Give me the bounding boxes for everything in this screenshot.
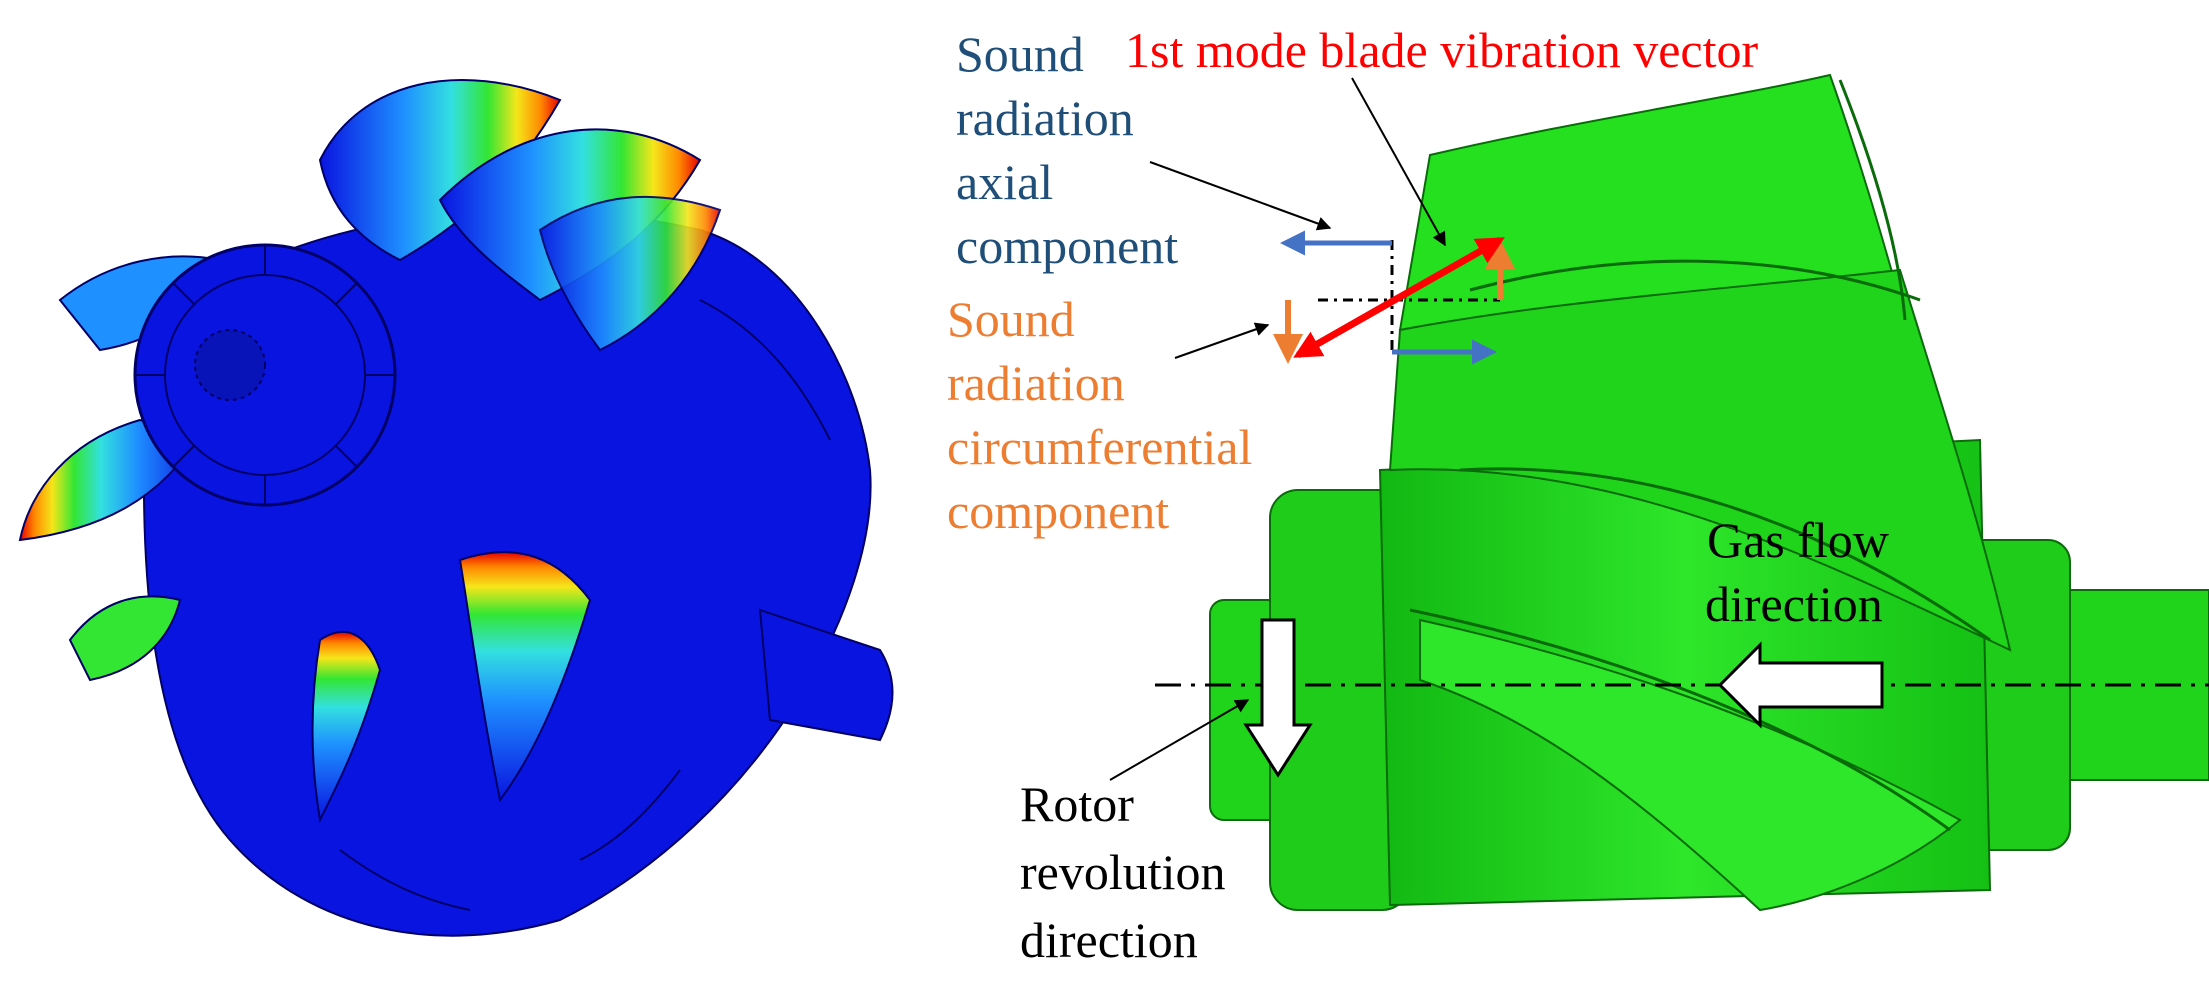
- rotor-revolution-arrow-icon: [1243, 618, 1313, 778]
- gas-flow-arrow-icon: [1717, 641, 1884, 729]
- rotor-label-line-3: direction: [1020, 912, 1198, 968]
- axial-label-line-3: axial: [956, 154, 1054, 210]
- vibration-leader-line: [1351, 77, 1446, 247]
- circumferential-label-line-2: radiation: [947, 355, 1125, 411]
- axial-leader-line: [1149, 161, 1332, 231]
- circumferential-leader-line: [1174, 322, 1270, 359]
- rotor-leader-line: [1109, 699, 1250, 781]
- gas-flow-label-line-2: direction: [1705, 576, 1883, 632]
- gas-flow-label: Gas flow direction: [1705, 508, 1889, 636]
- axial-component-label: Sound radiation axial component: [956, 22, 1178, 278]
- vibration-vector-label: 1st mode blade vibration vector: [1125, 22, 1759, 78]
- fea-impeller-illustration: [18, 79, 894, 937]
- axial-label-line-4: component: [956, 218, 1179, 274]
- vibration-vector-arrow: [1293, 236, 1505, 359]
- gas-flow-label-line-1: Gas flow: [1707, 512, 1889, 568]
- green-rotor-illustration: [1209, 73, 2209, 912]
- circumferential-label-line-1: Sound: [947, 291, 1075, 347]
- rotor-label-line-2: revolution: [1020, 844, 1226, 900]
- rotor-revolution-label: Rotor revolution direction: [1020, 770, 1226, 974]
- circumferential-label-line-4: component: [947, 483, 1170, 539]
- axial-label-line-2: radiation: [956, 90, 1134, 146]
- rotor-label-line-1: Rotor: [1020, 776, 1134, 832]
- circumferential-component-label: Sound radiation circumferential componen…: [947, 287, 1252, 543]
- circumferential-label-line-3: circumferential: [947, 419, 1253, 475]
- axial-label-line-1: Sound: [956, 26, 1084, 82]
